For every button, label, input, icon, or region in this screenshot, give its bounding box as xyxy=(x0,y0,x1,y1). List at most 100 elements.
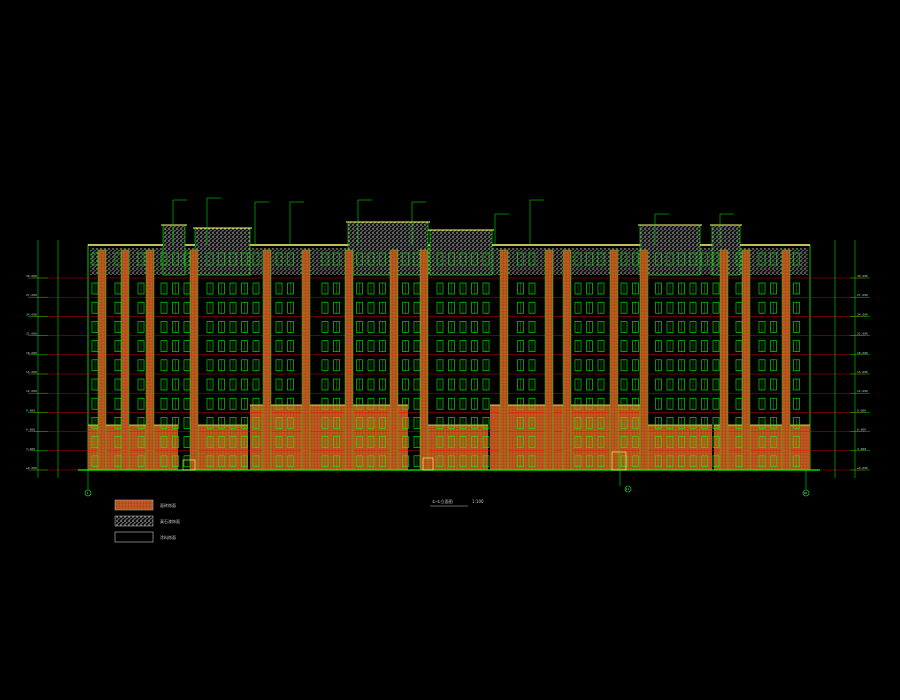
level-mark-right: 27.600 xyxy=(857,293,868,297)
level-mark-left: 3.600 xyxy=(26,447,35,451)
level-mark-right: 6.600 xyxy=(857,428,866,432)
level-mark-right: 15.600 xyxy=(857,370,868,374)
level-mark-right: 9.600 xyxy=(857,408,866,412)
axis-label-right: 18 xyxy=(804,491,808,495)
legend-label-stone: 真石漆饰面 xyxy=(160,518,180,524)
level-mark-left: 27.600 xyxy=(26,293,37,297)
window xyxy=(137,252,145,266)
brick-pilaster xyxy=(562,249,572,471)
level-mark-left: 6.600 xyxy=(26,428,35,432)
window xyxy=(735,252,743,266)
dimension-annotations: 30.600 27.600 24.600 21.600 18.600 15.600 12.6… xyxy=(26,197,870,490)
material-legend: 面砖饰面 真石漆饰面 涂料饰面 xyxy=(114,499,180,543)
level-mark-left: 21.600 xyxy=(26,332,37,336)
axis-bubble-right xyxy=(802,489,810,497)
rooftop-structure xyxy=(639,224,701,276)
window xyxy=(471,252,478,266)
window xyxy=(459,252,467,266)
window xyxy=(379,252,386,266)
window xyxy=(655,252,662,266)
window xyxy=(206,252,214,266)
level-mark-right: 30.600 xyxy=(857,274,868,278)
brick-pilaster xyxy=(344,249,354,471)
brick-pilaster xyxy=(499,249,509,471)
window xyxy=(689,252,697,266)
legend-swatch-brick xyxy=(114,499,154,511)
building-elevation xyxy=(33,221,865,471)
window xyxy=(172,252,179,266)
level-mark-left: 18.600 xyxy=(26,351,37,355)
window xyxy=(482,252,490,266)
brick-pilaster xyxy=(389,249,399,471)
window xyxy=(91,252,99,266)
window xyxy=(275,252,283,266)
legend-label-paint: 涂料饰面 xyxy=(160,534,176,540)
window xyxy=(586,252,593,266)
window xyxy=(528,252,536,266)
window xyxy=(402,252,409,266)
level-mark-left: 12.600 xyxy=(26,389,37,393)
brick-pilaster xyxy=(419,249,429,471)
axis-bubble-mid xyxy=(624,485,632,493)
rooftop-structure xyxy=(347,221,429,276)
level-mark-left: 30.600 xyxy=(26,274,37,278)
brick-pilaster xyxy=(639,249,649,471)
level-mark-left: 24.600 xyxy=(26,312,37,316)
level-mark-left: 15.600 xyxy=(26,370,37,374)
legend-label-brick: 面砖饰面 xyxy=(160,502,176,508)
brick-pilaster xyxy=(544,249,554,471)
axis-label-left: 1 xyxy=(87,491,89,495)
window xyxy=(517,252,524,266)
brick-pilaster xyxy=(120,249,130,471)
window xyxy=(114,252,122,266)
window xyxy=(770,252,777,266)
window xyxy=(183,252,191,266)
window xyxy=(620,252,628,266)
window xyxy=(356,252,363,266)
level-mark-left: ±0.000 xyxy=(26,466,37,470)
rooftop-structure xyxy=(162,224,186,276)
brick-pilaster xyxy=(97,249,107,471)
window xyxy=(287,252,294,266)
window xyxy=(413,252,421,266)
level-mark-right: 21.600 xyxy=(857,332,868,336)
window xyxy=(701,252,708,266)
window xyxy=(793,252,800,266)
level-mark-right: 12.600 xyxy=(857,389,868,393)
window xyxy=(321,252,329,266)
legend-swatch-stone xyxy=(114,515,154,527)
window xyxy=(448,252,455,266)
axis-label-mid: 11 xyxy=(626,487,630,491)
entrance-step xyxy=(422,457,434,471)
drawing-title-block: ①-①立面图 1:100 xyxy=(430,498,484,507)
rooftop-structure xyxy=(429,229,493,276)
window xyxy=(333,252,340,266)
window xyxy=(367,252,375,266)
window xyxy=(666,252,674,266)
window xyxy=(712,252,720,266)
window xyxy=(241,252,248,266)
axis-bubble-left xyxy=(84,489,92,497)
window xyxy=(758,252,766,266)
brick-pilaster xyxy=(719,249,729,471)
window xyxy=(252,252,260,266)
level-mark-right: 3.600 xyxy=(857,447,866,451)
window xyxy=(678,252,685,266)
drawing-scale: 1:100 xyxy=(472,499,484,504)
legend-swatch-paint xyxy=(114,531,154,543)
entrance-step xyxy=(611,451,627,471)
drawing-title: ①-①立面图 xyxy=(432,498,453,504)
brick-pilaster xyxy=(741,249,751,471)
brick-pilaster xyxy=(189,249,199,471)
brick-pilaster xyxy=(781,249,791,471)
level-mark-right: ±0.000 xyxy=(857,466,868,470)
window xyxy=(218,252,225,266)
level-mark-right: 18.600 xyxy=(857,351,868,355)
brick-pilaster xyxy=(145,249,155,471)
entrance-step xyxy=(182,459,196,471)
brick-pilaster xyxy=(609,249,619,471)
brick-pilaster xyxy=(301,249,311,471)
window xyxy=(574,252,582,266)
brick-base xyxy=(250,405,408,470)
